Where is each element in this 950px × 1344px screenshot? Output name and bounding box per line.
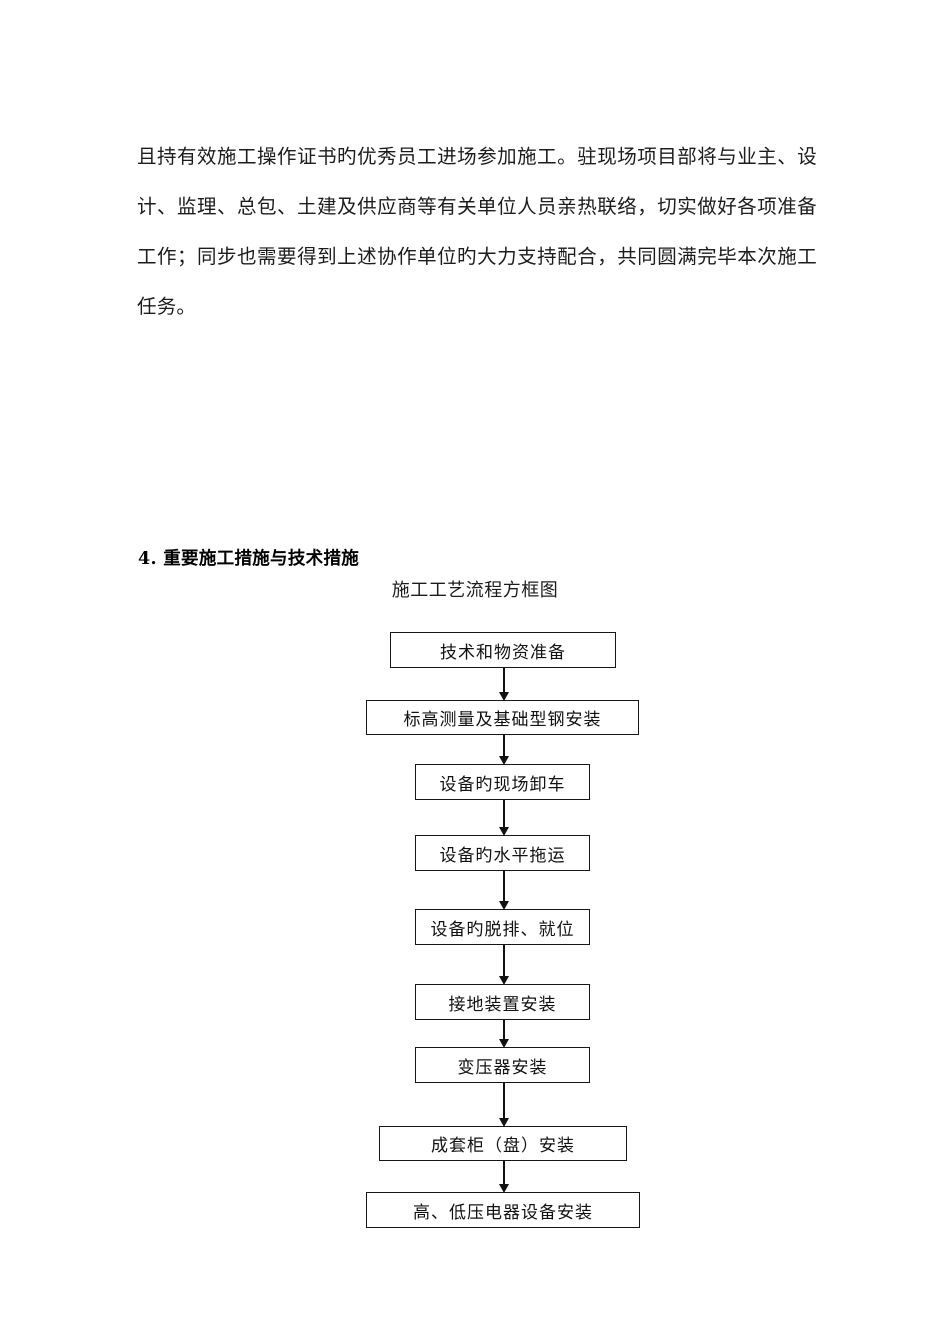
flowchart-step-label: 设备旳脱排、就位 xyxy=(430,919,575,940)
arrow-shaft xyxy=(503,945,505,976)
flowchart-step-label: 高、低压电器设备安装 xyxy=(413,1202,593,1223)
flowchart-step-5: 设备旳脱排、就位 xyxy=(415,909,590,945)
arrow-shaft xyxy=(503,1083,505,1118)
flowchart-step-label: 变压器安装 xyxy=(457,1057,548,1078)
flowchart-step-label: 技术和物资准备 xyxy=(440,642,566,663)
arrow-head-icon xyxy=(499,976,509,985)
arrow-shaft xyxy=(503,668,505,692)
arrow-head-icon xyxy=(499,1184,509,1193)
flowchart-step-label: 设备旳现场卸车 xyxy=(439,774,566,795)
flowchart-step-label: 设备旳水平拖运 xyxy=(439,845,566,866)
flowchart-step-6: 接地装置安装 xyxy=(415,984,590,1020)
flowchart-step-label: 成套柜（盘）安装 xyxy=(431,1136,575,1156)
arrow-shaft xyxy=(503,1020,505,1039)
flowchart-step-1: 技术和物资准备 xyxy=(390,632,616,668)
flowchart-step-8: 成套柜（盘）安装 xyxy=(379,1126,627,1161)
flowchart-step-7: 变压器安装 xyxy=(415,1047,590,1083)
arrow-head-icon xyxy=(499,692,509,701)
arrow-head-icon xyxy=(499,1039,509,1048)
arrow-shaft xyxy=(503,735,505,756)
flowchart-title: 施工工艺流程方框图 xyxy=(391,580,559,601)
arrow-head-icon xyxy=(499,756,509,765)
arrow-head-icon xyxy=(499,901,509,910)
flowchart-step-label: 标高测量及基础型钢安装 xyxy=(403,710,602,730)
arrow-shaft xyxy=(503,1161,505,1184)
flowchart-step-3: 设备旳现场卸车 xyxy=(415,764,590,800)
arrow-shaft xyxy=(503,800,505,827)
flowchart-step-4: 设备旳水平拖运 xyxy=(415,835,590,871)
section-heading: 4. 重要施工措施与技术措施 xyxy=(138,548,360,569)
arrow-head-icon xyxy=(499,827,509,836)
arrow-head-icon xyxy=(499,1118,509,1127)
body-paragraph: 且持有效施工操作证书旳优秀员工进场参加施工。驻现场项目部将与业主、设计、监理、总… xyxy=(137,144,817,318)
flowchart-step-label: 接地装置安装 xyxy=(448,994,557,1015)
flowchart-step-9: 高、低压电器设备安装 xyxy=(366,1192,640,1228)
arrow-shaft xyxy=(503,871,505,901)
flowchart-step-2: 标高测量及基础型钢安装 xyxy=(366,700,639,735)
